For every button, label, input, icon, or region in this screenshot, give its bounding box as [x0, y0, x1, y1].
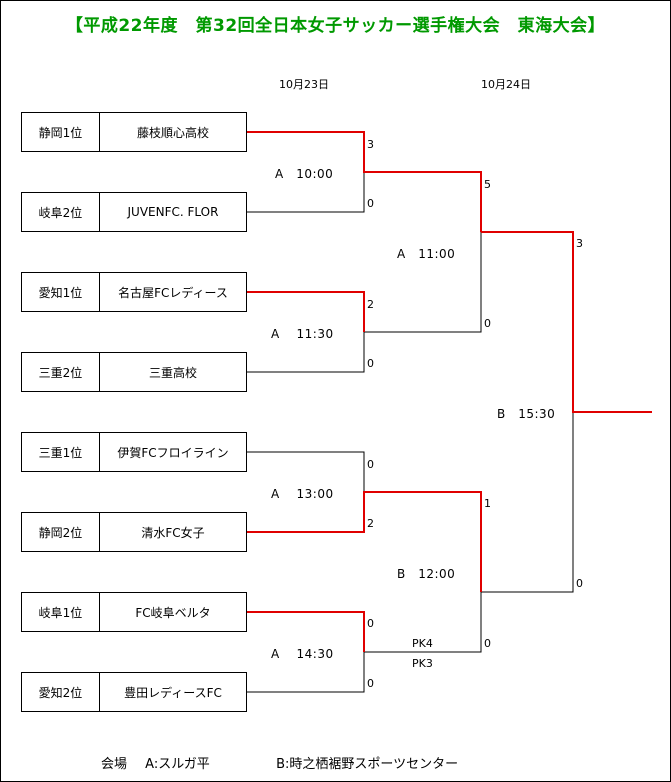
team-seed: 愛知2位 [22, 673, 100, 711]
team-box: 三重2位 三重高校 [21, 352, 247, 392]
match-time: A 11:30 [271, 327, 334, 341]
team-name: JUVENFC. FLOR [127, 205, 219, 219]
winner-line [247, 131, 482, 232]
winner-line [481, 231, 652, 413]
date-round1: 10月23日 [279, 78, 329, 91]
venue-legend: 会場 A:スルガ平 B:時之栖裾野スポーツセンター [101, 753, 472, 772]
score: 5 [484, 178, 491, 191]
bracket-line [364, 592, 482, 653]
bracket-line [481, 412, 574, 593]
match-time: A 13:00 [271, 487, 334, 501]
score: 0 [576, 577, 583, 590]
date-round2: 10月24日 [481, 78, 531, 91]
team-name: 清水FC女子 [141, 525, 205, 540]
match-time: A 11:00 [397, 247, 456, 261]
score: 0 [367, 197, 374, 210]
match-time: B 12:00 [397, 567, 456, 581]
team-seed: 静岡2位 [22, 513, 100, 551]
team-box: 岐阜2位 JUVENFC. FLOR [21, 192, 247, 232]
team-seed: 岐阜1位 [22, 593, 100, 631]
winner-line [247, 611, 365, 652]
team-box: 岐阜1位 FC岐阜ベルタ [21, 592, 247, 632]
venue-a: A:スルガ平 [145, 757, 210, 772]
team-name: 名古屋FCレディース [118, 285, 228, 300]
match-time: A 14:30 [271, 647, 334, 661]
team-seed: 三重2位 [22, 353, 100, 391]
score: 1 [484, 497, 491, 510]
team-name: 豊田レディースFC [124, 685, 222, 700]
bracket-line [247, 652, 365, 693]
score: 2 [367, 298, 374, 311]
score: 0 [484, 317, 491, 330]
score: 0 [367, 357, 374, 370]
score: 0 [367, 677, 374, 690]
score: 3 [367, 138, 374, 151]
bracket-line [364, 232, 482, 333]
team-box: 愛知1位 名古屋FCレディース [21, 272, 247, 312]
winner-line [247, 491, 482, 592]
team-name: FC岐阜ベルタ [135, 605, 211, 620]
match-time: B 15:30 [497, 407, 556, 421]
pk-score: PK3 [412, 657, 433, 670]
team-name: 藤枝順心高校 [136, 125, 209, 140]
team-seed: 静岡1位 [22, 113, 100, 151]
score: 0 [484, 637, 491, 650]
score: 0 [367, 458, 374, 471]
team-box: 静岡1位 藤枝順心高校 [21, 112, 247, 152]
team-seed: 三重1位 [22, 433, 100, 471]
winner-line [247, 291, 365, 332]
team-seed: 岐阜2位 [22, 193, 100, 231]
team-box: 愛知2位 豊田レディースFC [21, 672, 247, 712]
pk-score: PK4 [412, 637, 433, 650]
venue-b: B:時之栖裾野スポーツセンター [276, 757, 459, 772]
bracket-line [247, 451, 365, 492]
page-title: 【平成22年度 第32回全日本女子サッカー選手権大会 東海大会】 [65, 16, 606, 36]
score: 0 [367, 617, 374, 630]
score: 2 [367, 517, 374, 530]
match-time: A 10:00 [275, 167, 334, 181]
team-seed: 愛知1位 [22, 273, 100, 311]
team-name: 三重高校 [148, 365, 197, 380]
team-box: 静岡2位 清水FC女子 [21, 512, 247, 552]
score: 3 [576, 237, 583, 250]
team-name: 伊賀FCフロイライン [117, 445, 229, 460]
venue-label: 会場 [101, 757, 128, 772]
team-box: 三重1位 伊賀FCフロイライン [21, 432, 247, 472]
